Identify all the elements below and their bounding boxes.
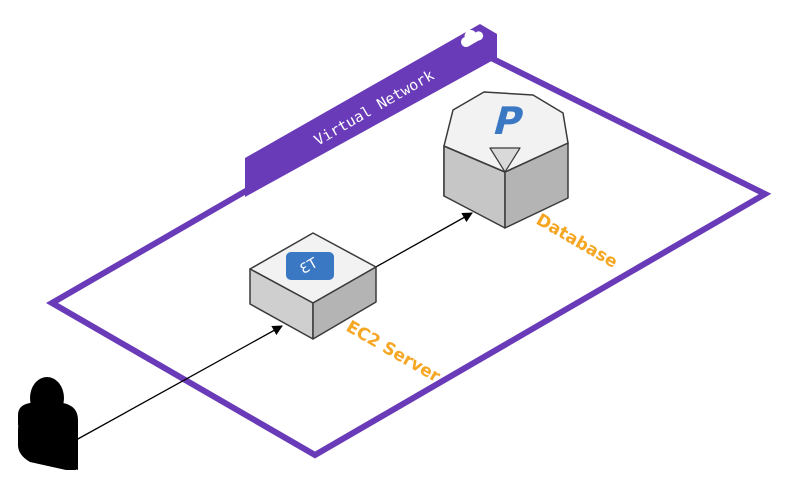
database[interactable]: P	[443, 91, 569, 229]
arrow-user-to-ec2	[75, 325, 283, 441]
t3-badge: T3	[286, 252, 334, 280]
user-icon	[18, 377, 78, 470]
network-label: Virtual Network	[311, 66, 437, 149]
ec2-label: EC2 Server	[343, 317, 444, 387]
virtual-network-boundary	[46, 50, 772, 459]
ec2-server[interactable]: T3	[249, 232, 377, 340]
t3-badge-label: T3	[297, 255, 321, 278]
arrow-ec2-to-database	[373, 212, 473, 269]
database-label: Database	[533, 210, 621, 273]
cloud-icon	[461, 29, 484, 47]
